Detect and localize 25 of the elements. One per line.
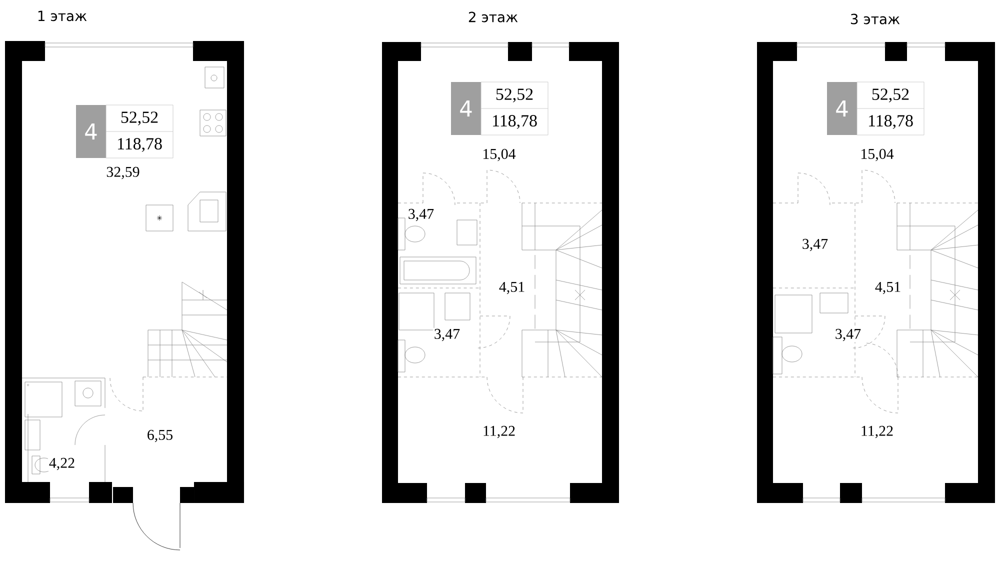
room-area: 3,47 xyxy=(432,328,462,342)
floor-plan-drawing xyxy=(382,12,619,503)
room-area: 3,47 xyxy=(834,328,862,342)
floor-heading: 3 этаж xyxy=(850,14,900,24)
area-badge: 4 52,52 118,78 xyxy=(827,82,924,136)
room-area: 6,55 xyxy=(146,428,174,444)
area-badge: 4 52,52 118,78 xyxy=(76,104,174,158)
floor-plan-drawing xyxy=(757,14,995,503)
room-area: 15,04 xyxy=(859,148,895,162)
floor-plan-drawing xyxy=(5,10,244,550)
area-badge: 4 52,52 118,78 xyxy=(451,82,548,136)
room-area: 3,47 xyxy=(800,238,830,252)
room-area: 11,22 xyxy=(859,424,895,440)
room-area: 11,22 xyxy=(481,424,517,440)
node-label: 4 xyxy=(460,100,472,116)
floor-heading: 1 этаж xyxy=(38,10,87,22)
node-label: 4 xyxy=(836,100,848,116)
room-area: 15,04 xyxy=(481,148,517,162)
room-area: 4,51 xyxy=(874,280,902,296)
floor-heading: 2 этаж xyxy=(468,12,518,22)
node-label: 4 xyxy=(85,124,97,140)
room-area: 4,22 xyxy=(48,456,76,472)
room-area: 4,51 xyxy=(498,280,526,296)
room-area: 32,59 xyxy=(105,166,141,180)
room-area: 3,47 xyxy=(406,208,436,222)
